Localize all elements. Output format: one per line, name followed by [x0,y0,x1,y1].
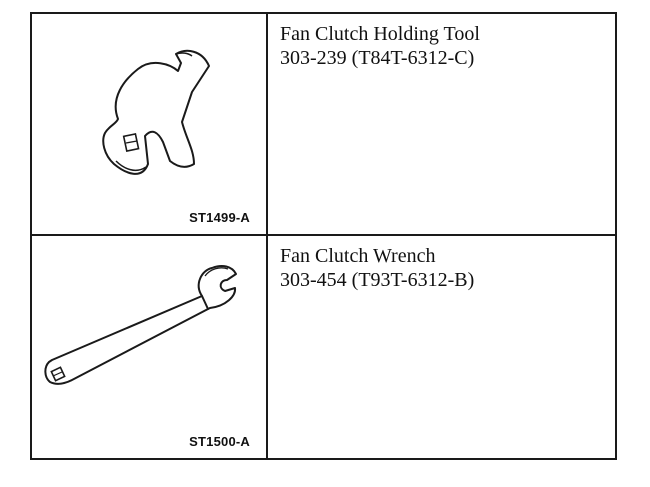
tool-name: Fan Clutch Holding Tool [280,23,480,45]
figure-code: ST1500-A [189,434,250,449]
wrench-icon [44,265,237,385]
special-tools-table: ST1499-A Fan Clutch Holding Tool 303-239… [30,12,617,460]
tool-part-number: 303-454 (T93T-6312-B) [280,269,475,291]
tool-image-cell-holding-tool: ST1499-A [32,14,268,236]
tool-description-cell-holding-tool: Fan Clutch Holding Tool 303-239 (T84T-63… [268,14,615,236]
tool-name: Fan Clutch Wrench [280,245,436,267]
holding-tool-icon [102,49,210,175]
tool-part-number: 303-239 (T84T-6312-C) [280,47,475,69]
tool-description-cell-wrench: Fan Clutch Wrench 303-454 (T93T-6312-B) [268,236,615,458]
figure-code: ST1499-A [189,210,250,225]
tool-image-cell-wrench: ST1500-A [32,236,268,458]
